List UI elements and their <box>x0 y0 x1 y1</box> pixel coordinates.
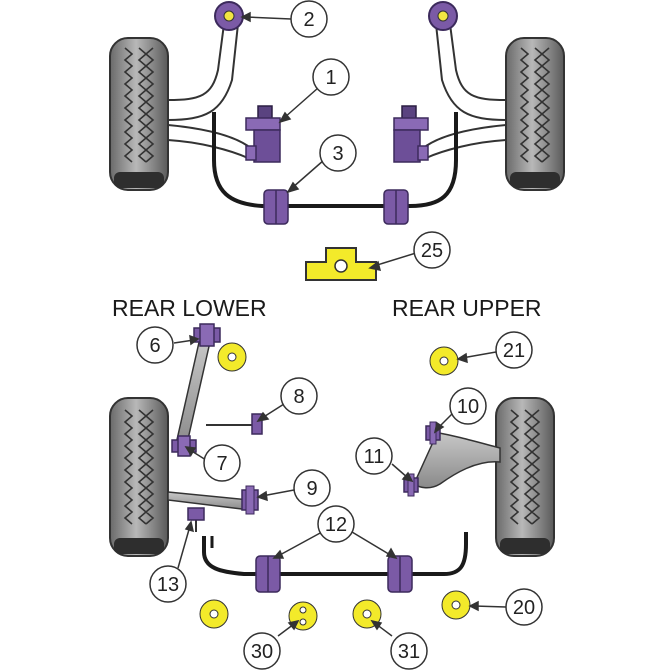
callout-circle-21 <box>495 331 533 369</box>
washer-left-bottom <box>199 599 229 629</box>
title-rear-lower: REAR LOWER <box>112 295 267 321</box>
title-rear-upper: REAR UPPER <box>392 295 542 321</box>
bush-1-right <box>393 105 429 163</box>
bush-2-right <box>428 1 458 31</box>
tyre-bottom-left <box>109 397 169 557</box>
callout-label-13: 13 <box>157 574 179 596</box>
link-13 <box>187 507 205 532</box>
callout-label-31: 31 <box>398 641 420 663</box>
callout-label-8: 8 <box>293 386 304 408</box>
callout-label-1: 1 <box>325 67 336 89</box>
callout-circle-3 <box>319 134 357 172</box>
bush-3-right <box>383 189 409 225</box>
bush-2 <box>214 1 244 31</box>
callout-label-3: 3 <box>332 143 343 165</box>
anti-roll-bar-top <box>212 112 458 208</box>
callout-circle-1 <box>312 58 350 96</box>
callout-label-21: 21 <box>503 340 525 362</box>
callout-label-9: 9 <box>306 478 317 500</box>
callout-leaders <box>173 11 507 637</box>
callout-circle-7 <box>203 444 241 482</box>
bush-6 <box>193 323 221 347</box>
tyre-bottom-right <box>495 397 555 557</box>
callout-circles <box>136 0 543 670</box>
bush-12-right <box>387 555 413 593</box>
rear-lower-link <box>175 336 211 450</box>
callout-circle-25 <box>413 231 451 269</box>
link-8 <box>206 413 263 435</box>
tyre-top-right <box>505 37 565 191</box>
callout-circle-8 <box>280 377 318 415</box>
callout-circle-11 <box>355 437 393 475</box>
bush-1 <box>245 105 281 163</box>
callout-label-12: 12 <box>325 514 347 536</box>
anti-roll-bar-bottom <box>202 532 468 576</box>
callout-circle-12 <box>317 505 355 543</box>
rear-upper-arm <box>413 431 501 489</box>
callout-label-25: 25 <box>421 240 443 262</box>
callout-label-30: 30 <box>251 641 273 663</box>
callout-circle-13 <box>149 565 187 603</box>
callout-circle-10 <box>449 387 487 425</box>
callout-label-10: 10 <box>457 396 479 418</box>
callout-label-20: 20 <box>513 597 535 619</box>
callout-circle-6 <box>136 326 174 364</box>
right-suspension-linkage <box>425 23 507 159</box>
callout-circle-31 <box>390 632 428 670</box>
callout-labels: 2 1 3 25 6 21 8 10 7 11 9 12 13 20 30 31 <box>149 9 535 663</box>
washer-lower-6 <box>217 342 247 372</box>
bush-12-left <box>255 555 281 593</box>
callout-circle-20 <box>505 588 543 626</box>
callout-label-6: 6 <box>149 335 160 357</box>
left-suspension-linkage <box>167 23 249 159</box>
callout-circle-2 <box>290 0 328 38</box>
lower-arm-9 <box>167 485 259 515</box>
part-25-bracket <box>305 247 377 281</box>
bush-3-left <box>263 189 289 225</box>
callout-label-2: 2 <box>303 9 314 31</box>
callout-label-11: 11 <box>364 446 385 468</box>
callout-label-7: 7 <box>216 453 227 475</box>
washer-21 <box>429 346 459 376</box>
callout-circle-9 <box>293 469 331 507</box>
tyre-top-left <box>109 37 169 191</box>
washer-20 <box>441 590 471 620</box>
callout-circle-30 <box>243 632 281 670</box>
